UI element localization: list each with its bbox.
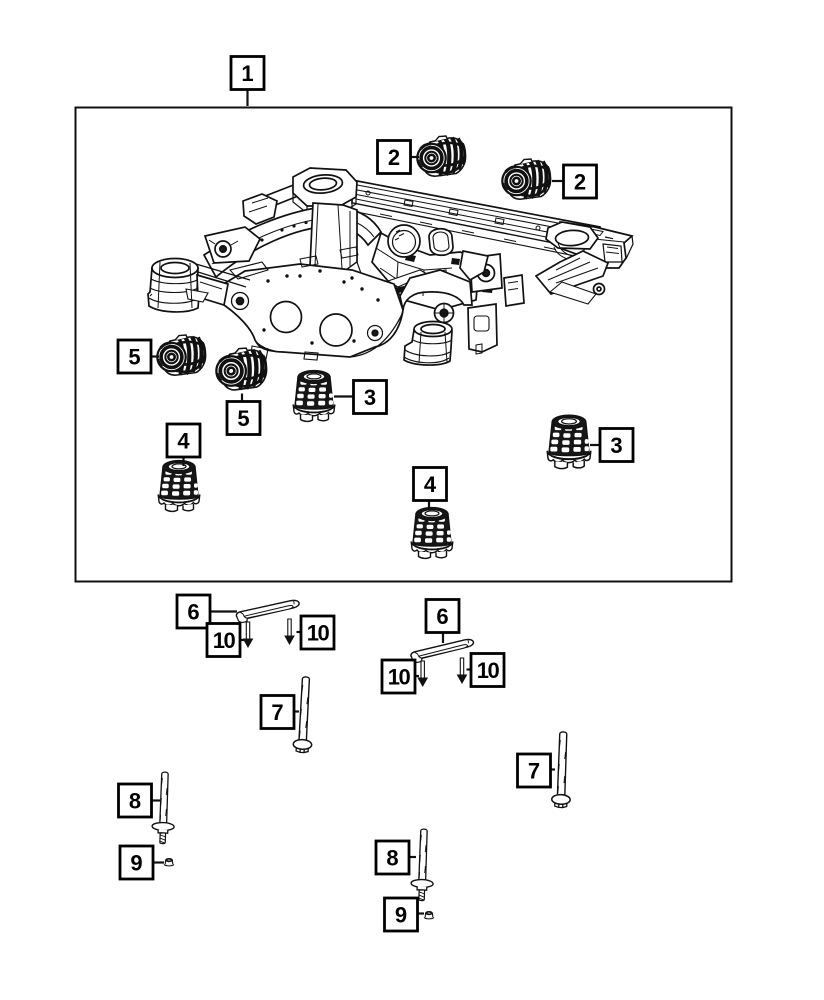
svg-text:7: 7 [528,759,540,784]
svg-text:3: 3 [610,433,622,458]
svg-text:10: 10 [388,665,411,690]
svg-text:5: 5 [128,345,140,370]
svg-text:6: 6 [436,604,448,629]
svg-text:9: 9 [395,903,407,928]
svg-text:4: 4 [424,472,437,497]
svg-text:4: 4 [177,429,190,454]
svg-text:9: 9 [130,851,142,876]
svg-text:10: 10 [307,621,330,646]
svg-text:3: 3 [364,385,376,410]
svg-text:10: 10 [477,658,500,683]
svg-text:1: 1 [241,61,253,86]
svg-text:8: 8 [129,789,141,814]
svg-text:5: 5 [237,406,249,431]
svg-text:6: 6 [187,600,199,625]
svg-text:10: 10 [213,628,236,653]
svg-text:2: 2 [388,145,400,170]
svg-text:2: 2 [574,170,586,195]
svg-text:8: 8 [386,846,398,871]
svg-text:7: 7 [271,700,283,725]
